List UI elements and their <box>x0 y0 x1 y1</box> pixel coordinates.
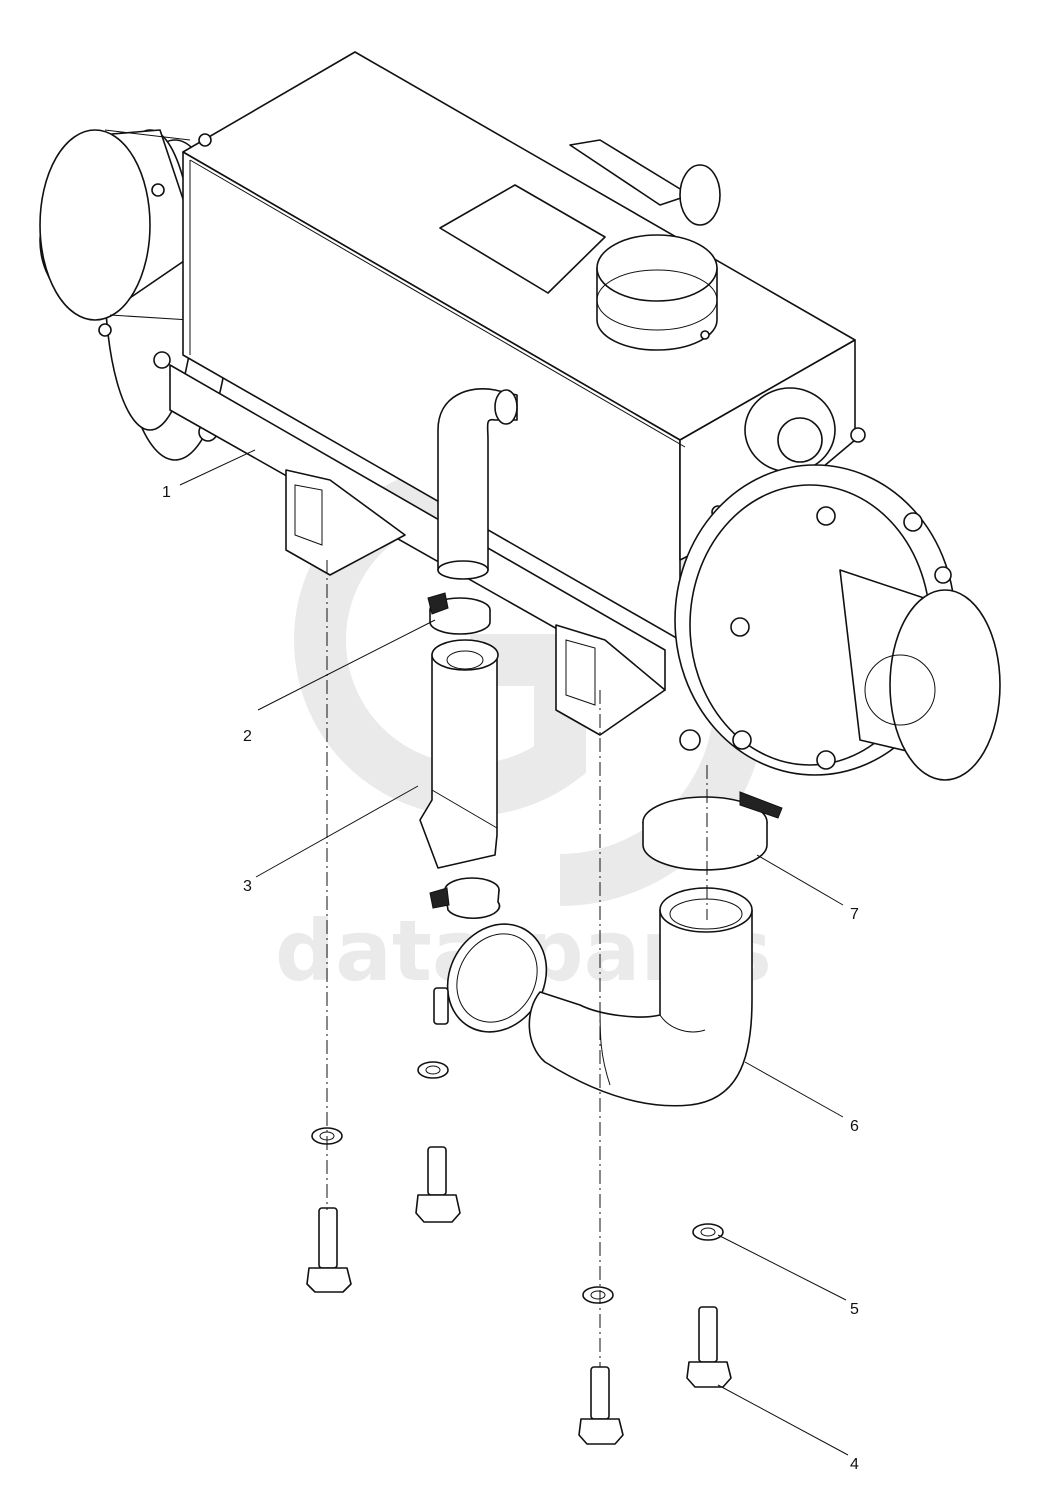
right-flange <box>674 464 1001 781</box>
axis-lines <box>326 560 708 1367</box>
callout-1: 1 <box>162 484 171 501</box>
side-port <box>744 387 836 473</box>
hose-clamp-large <box>642 791 783 871</box>
mounting-bracket-right <box>555 624 666 736</box>
hose-clamp-small-upper <box>427 592 491 635</box>
callout-labels: 1 2 3 7 6 5 4 <box>162 484 859 1473</box>
callout-2: 2 <box>243 728 252 745</box>
heater-housing <box>169 51 866 736</box>
left-end-cap <box>39 129 231 461</box>
callout-3: 3 <box>243 878 252 895</box>
callout-6: 6 <box>850 1118 859 1135</box>
cap-assembly <box>596 234 718 351</box>
bolts <box>306 1146 732 1445</box>
hose-clamp-small-lower <box>429 877 501 920</box>
straight-hose <box>419 639 499 869</box>
elbow-hose <box>528 887 753 1107</box>
callout-7: 7 <box>850 906 859 923</box>
housing-elbow <box>437 388 518 580</box>
callout-4: 4 <box>850 1456 859 1473</box>
nameplate <box>439 184 606 294</box>
hose-clamp-left <box>433 923 548 1033</box>
callout-leaders <box>179 449 849 1456</box>
mounting-bracket-left <box>285 469 406 576</box>
callout-5: 5 <box>850 1301 859 1318</box>
